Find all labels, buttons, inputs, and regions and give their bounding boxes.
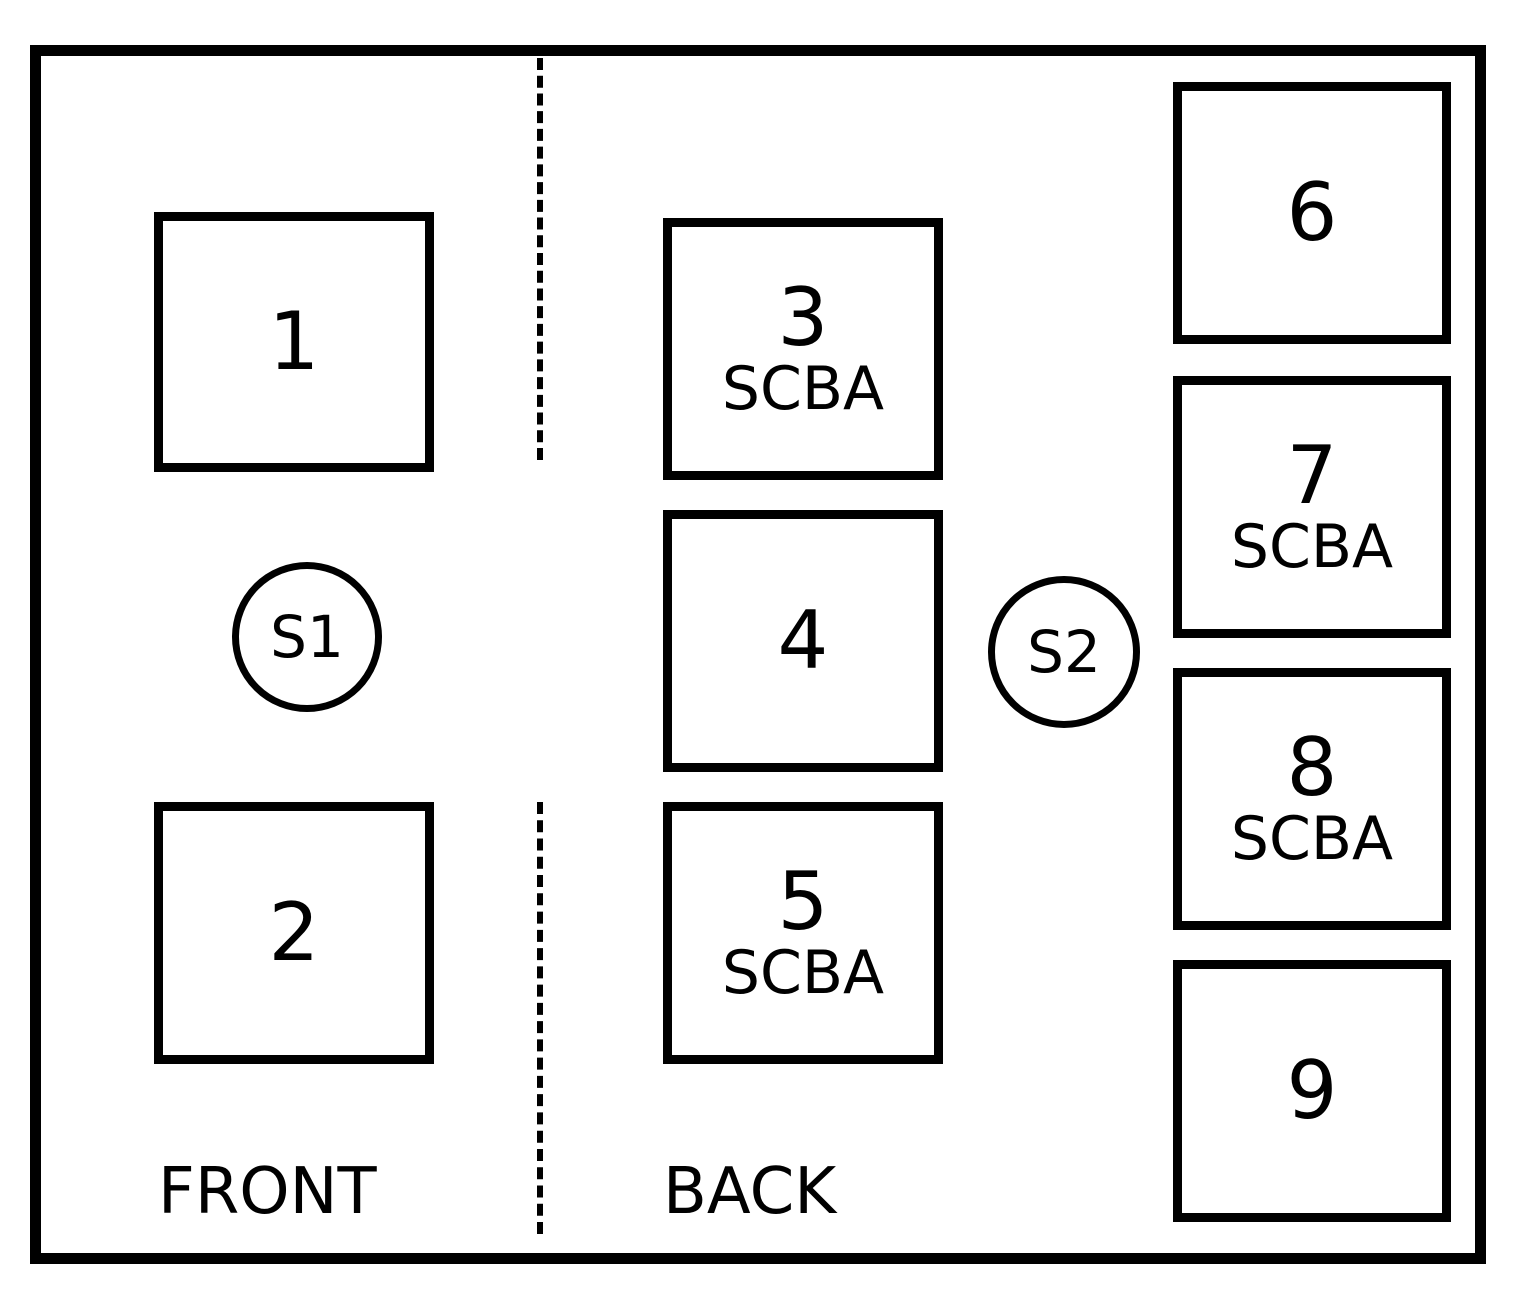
seat-3: 3 SCBA: [663, 218, 943, 480]
seat-number: 6: [1286, 166, 1338, 259]
front-back-divider-top: [537, 58, 543, 460]
sensor-label: S1: [270, 603, 344, 671]
seat-7: 7 SCBA: [1173, 376, 1451, 638]
scba-label: SCBA: [1230, 803, 1394, 874]
seat-number: 5: [777, 854, 829, 948]
seat-6: 6: [1173, 82, 1451, 344]
seat-number: 2: [268, 886, 320, 979]
seat-number: 8: [1286, 720, 1338, 814]
seat-number: 3: [777, 270, 829, 364]
seat-number: 9: [1286, 1044, 1338, 1137]
seat-4: 4: [663, 510, 943, 772]
seat-number: 4: [777, 594, 829, 687]
front-label: FRONT: [158, 1155, 377, 1229]
sensor-s2: S2: [988, 576, 1140, 728]
seat-2: 2: [154, 802, 434, 1064]
seat-9: 9: [1173, 960, 1451, 1222]
scba-label: SCBA: [721, 353, 885, 424]
front-back-divider-bottom: [537, 802, 543, 1234]
seat-1: 1: [154, 212, 434, 472]
sensor-label: S2: [1027, 618, 1101, 686]
seat-8: 8 SCBA: [1173, 668, 1451, 930]
sensor-s1: S1: [232, 562, 382, 712]
seat-5: 5 SCBA: [663, 802, 943, 1064]
scba-label: SCBA: [721, 937, 885, 1008]
seat-number: 7: [1286, 428, 1338, 522]
back-label: BACK: [663, 1155, 837, 1229]
seat-number: 1: [268, 295, 320, 388]
scba-label: SCBA: [1230, 511, 1394, 582]
